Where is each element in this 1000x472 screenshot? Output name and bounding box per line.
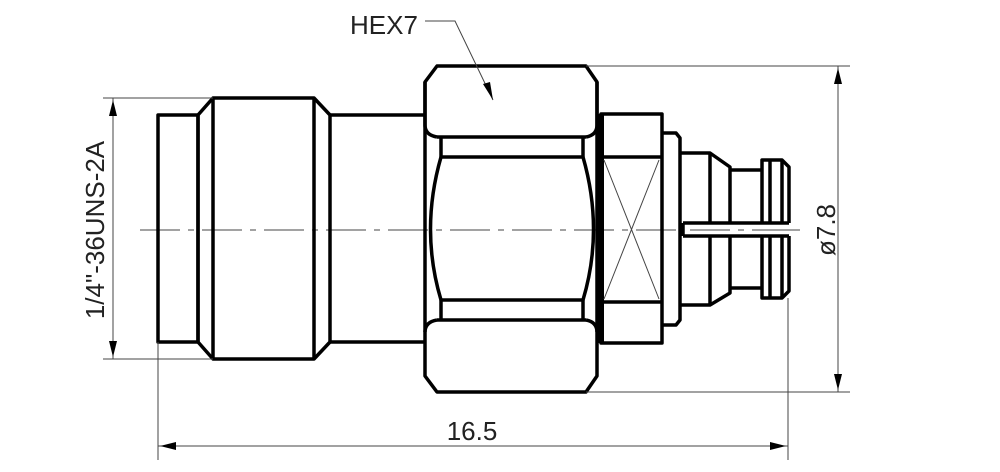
diameter-dimension: ø7.8 [586,65,850,393]
thread-label: 1/4"-36UNS-2A [80,140,110,319]
thread-dimension: 1/4"-36UNS-2A [80,97,213,360]
diameter-label: ø7.8 [811,204,841,256]
left-cylinder [156,113,200,344]
hex-label: HEX7 [350,10,418,40]
hex-callout: HEX7 [350,10,494,101]
body-sleeve [330,113,425,344]
length-label: 16.5 [447,416,498,446]
mcx-tip [662,131,800,327]
hex-nut [423,64,599,394]
length-dimension: 16.5 [157,298,789,460]
small-nut [599,112,664,345]
coupling-nut [196,96,332,361]
